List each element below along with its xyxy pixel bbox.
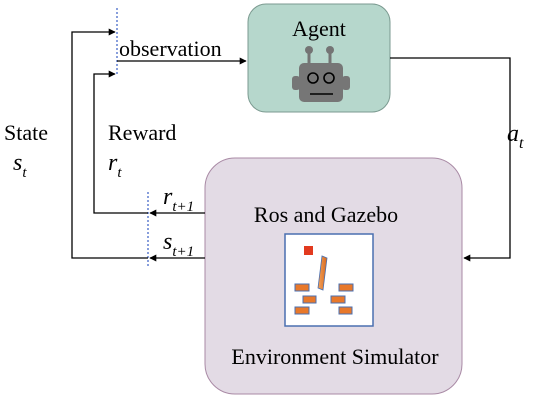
observation-label: observation <box>119 36 222 61</box>
next-state-label: st+1 <box>163 229 194 260</box>
next-reward-label: rt+1 <box>163 184 194 215</box>
action-arrow <box>390 57 511 262</box>
environment-caption: Environment Simulator <box>231 344 439 369</box>
state-loop-arrow <box>71 28 148 259</box>
robot-head-icon <box>292 46 350 102</box>
gazebo-scene-icon <box>284 233 374 327</box>
action-label: at <box>507 121 524 152</box>
state-symbol: st <box>13 150 27 181</box>
environment-title: Ros and Gazebo <box>254 202 398 227</box>
reward-title: Reward <box>108 120 176 145</box>
agent-label: Agent <box>292 16 346 41</box>
reward-symbol: rt <box>108 150 122 181</box>
state-title: State <box>4 120 48 145</box>
reward-loop-arrow <box>93 70 148 214</box>
